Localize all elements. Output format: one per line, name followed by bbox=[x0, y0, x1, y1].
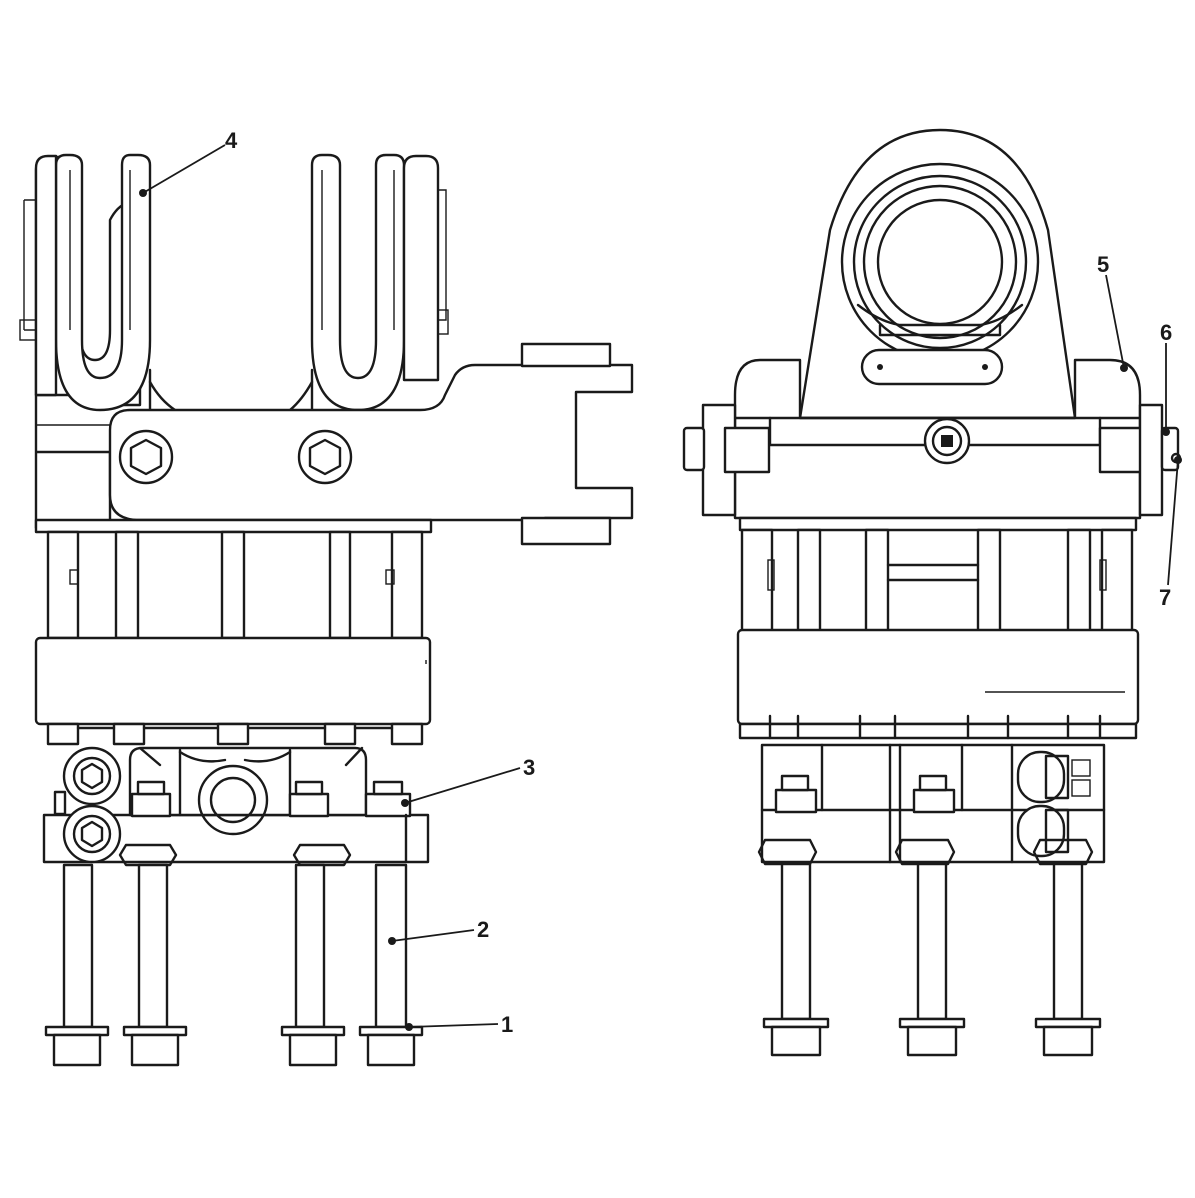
left-columns bbox=[46, 530, 424, 640]
callout-2-label: 2 bbox=[477, 917, 489, 942]
callout-5: 5 bbox=[1097, 252, 1128, 372]
left-flange bbox=[34, 636, 432, 746]
yoke-fork bbox=[19, 153, 449, 417]
callout-7: 7 bbox=[1159, 456, 1182, 610]
right-bolt-heads bbox=[762, 1017, 1102, 1057]
callout-3-label: 3 bbox=[523, 755, 535, 780]
callout-4-label: 4 bbox=[225, 128, 238, 153]
callout-7-label: 7 bbox=[1159, 585, 1171, 610]
right-columns bbox=[738, 516, 1138, 634]
left-side-view bbox=[19, 153, 634, 1067]
callouts: 4 3 2 1 5 6 7 bbox=[139, 128, 1182, 1037]
top-lug bbox=[798, 128, 1077, 420]
left-housing bbox=[34, 342, 634, 546]
callout-2: 2 bbox=[388, 917, 489, 945]
left-bolt-heads bbox=[44, 1025, 424, 1067]
callout-1-label: 1 bbox=[501, 1012, 513, 1037]
callout-1: 1 bbox=[405, 1012, 513, 1037]
right-flange bbox=[736, 628, 1140, 740]
callout-6-label: 6 bbox=[1160, 320, 1172, 345]
callout-5-label: 5 bbox=[1097, 252, 1109, 277]
right-housing bbox=[682, 358, 1182, 520]
callout-3: 3 bbox=[401, 755, 535, 807]
left-valve-block bbox=[42, 746, 430, 867]
right-front-view bbox=[682, 128, 1182, 1057]
right-valve-block bbox=[757, 743, 1106, 866]
right-bolts bbox=[762, 862, 1102, 1057]
callout-6: 6 bbox=[1160, 320, 1172, 436]
callout-4: 4 bbox=[139, 128, 238, 197]
left-bolts bbox=[44, 863, 424, 1067]
